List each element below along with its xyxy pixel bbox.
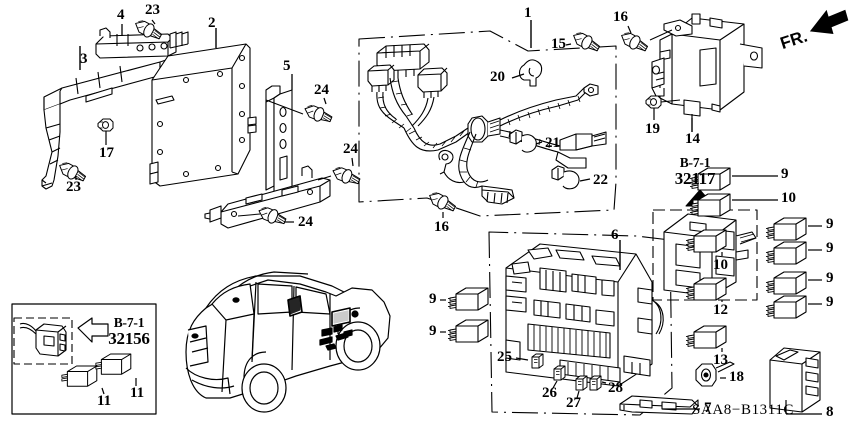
relay-9d <box>765 271 807 295</box>
relay-9g <box>447 319 489 343</box>
inset-32156 <box>11 303 157 415</box>
grommet-18 <box>695 361 735 387</box>
callout-9-relay-a: 9 <box>781 166 789 182</box>
nut-17 <box>97 118 114 132</box>
bolt-16a <box>617 28 651 56</box>
diagram-part-number: SAA8−B1311C <box>692 402 795 418</box>
callout-23-bolt-b: 23 <box>66 179 81 195</box>
callout-12-relay: 12 <box>713 302 728 318</box>
callout-23-bolt-a: 23 <box>145 2 160 18</box>
clip-20 <box>518 59 543 87</box>
bolt-15 <box>569 28 603 56</box>
callout-10-relay-b: 10 <box>713 257 728 273</box>
relay-9c <box>765 241 807 265</box>
callout-16-bolt-a: 16 <box>613 9 628 25</box>
nut-19 <box>645 95 662 109</box>
callout-20-clip: 20 <box>490 69 505 85</box>
callout-24-bolt-b: 24 <box>343 141 358 157</box>
code-32156-line2: 32156 <box>108 329 150 349</box>
callout-13-relay: 13 <box>713 352 728 368</box>
callout-3-bracket: 3 <box>80 51 88 67</box>
callout-21-clip: 21 <box>545 135 560 151</box>
fuse-26 <box>553 365 566 381</box>
callout-11-relay-a: 11 <box>97 393 112 409</box>
callout-16-bolt-b: 16 <box>434 219 449 235</box>
callout-9-relay-b: 9 <box>826 216 834 232</box>
fuse-28 <box>589 375 602 391</box>
callout-10-relay-a: 10 <box>781 190 796 206</box>
callout-17-nut: 17 <box>99 145 114 161</box>
callout-7-cover: 7 <box>704 400 712 416</box>
part-7-cover <box>619 395 699 415</box>
fuse-25 <box>531 353 544 369</box>
fuse-27 <box>575 375 588 391</box>
callout-18-grommet: 18 <box>729 369 744 385</box>
relay-9e <box>765 295 807 319</box>
callout-24-bolt-c: 24 <box>298 214 313 230</box>
relay-9f <box>447 287 489 311</box>
callout-24-bolt-a: 24 <box>314 82 329 98</box>
callout-9-relay-e: 9 <box>826 294 834 310</box>
code-32156-line1: B-7-1 <box>113 315 145 330</box>
part-4-clamp <box>95 27 177 59</box>
callout-26-fuse: 26 <box>542 385 557 401</box>
callout-25-fuse: 25 <box>497 349 512 365</box>
front-direction-arrow-icon <box>809 9 849 34</box>
code-32117-line2: 32117 <box>674 169 716 189</box>
clip-21 <box>509 129 537 153</box>
callout-1-harness: 1 <box>524 5 532 21</box>
relay-box-code-32117: B-7-1 32117 <box>655 155 735 189</box>
callout-2-control-unit: 2 <box>208 15 216 31</box>
callout-27-fuse: 27 <box>566 395 581 411</box>
callout-28-fuse: 28 <box>608 380 623 396</box>
callout-9-relay-g: 9 <box>429 323 437 339</box>
connector-code-32156: B-7-1 32156 <box>96 315 162 349</box>
part-14-module <box>651 13 763 117</box>
bolt-24a <box>301 101 335 127</box>
callout-8-relay-box: 8 <box>826 404 834 420</box>
code-32117-line1: B-7-1 <box>679 155 711 170</box>
clip-22 <box>551 165 580 190</box>
bolt-24b <box>329 163 363 189</box>
bolt-16b <box>425 188 459 216</box>
relay-9b <box>765 217 807 241</box>
callout-4-clamp: 4 <box>117 7 125 23</box>
callout-11-relay-b: 11 <box>130 385 145 401</box>
callout-6-fuse-box: 6 <box>611 227 619 243</box>
part-1-wire-harness <box>367 43 607 205</box>
part-6-fuse-box <box>488 231 673 416</box>
callout-15-bolt: 15 <box>551 36 566 52</box>
callout-14-unit: 14 <box>685 131 700 147</box>
part-2-control-unit <box>149 31 257 187</box>
vehicle-illustration <box>185 271 391 413</box>
callout-9-relay-d: 9 <box>826 270 834 286</box>
part-8-relay-box <box>769 347 821 413</box>
relay-13 <box>685 325 727 349</box>
part-1-harness-box <box>358 30 617 217</box>
callout-19-nut: 19 <box>645 121 660 137</box>
callout-22-clip: 22 <box>593 172 608 188</box>
callout-5-stay: 5 <box>283 58 291 74</box>
callout-9-relay-f: 9 <box>429 291 437 307</box>
callout-9-relay-c: 9 <box>826 240 834 256</box>
